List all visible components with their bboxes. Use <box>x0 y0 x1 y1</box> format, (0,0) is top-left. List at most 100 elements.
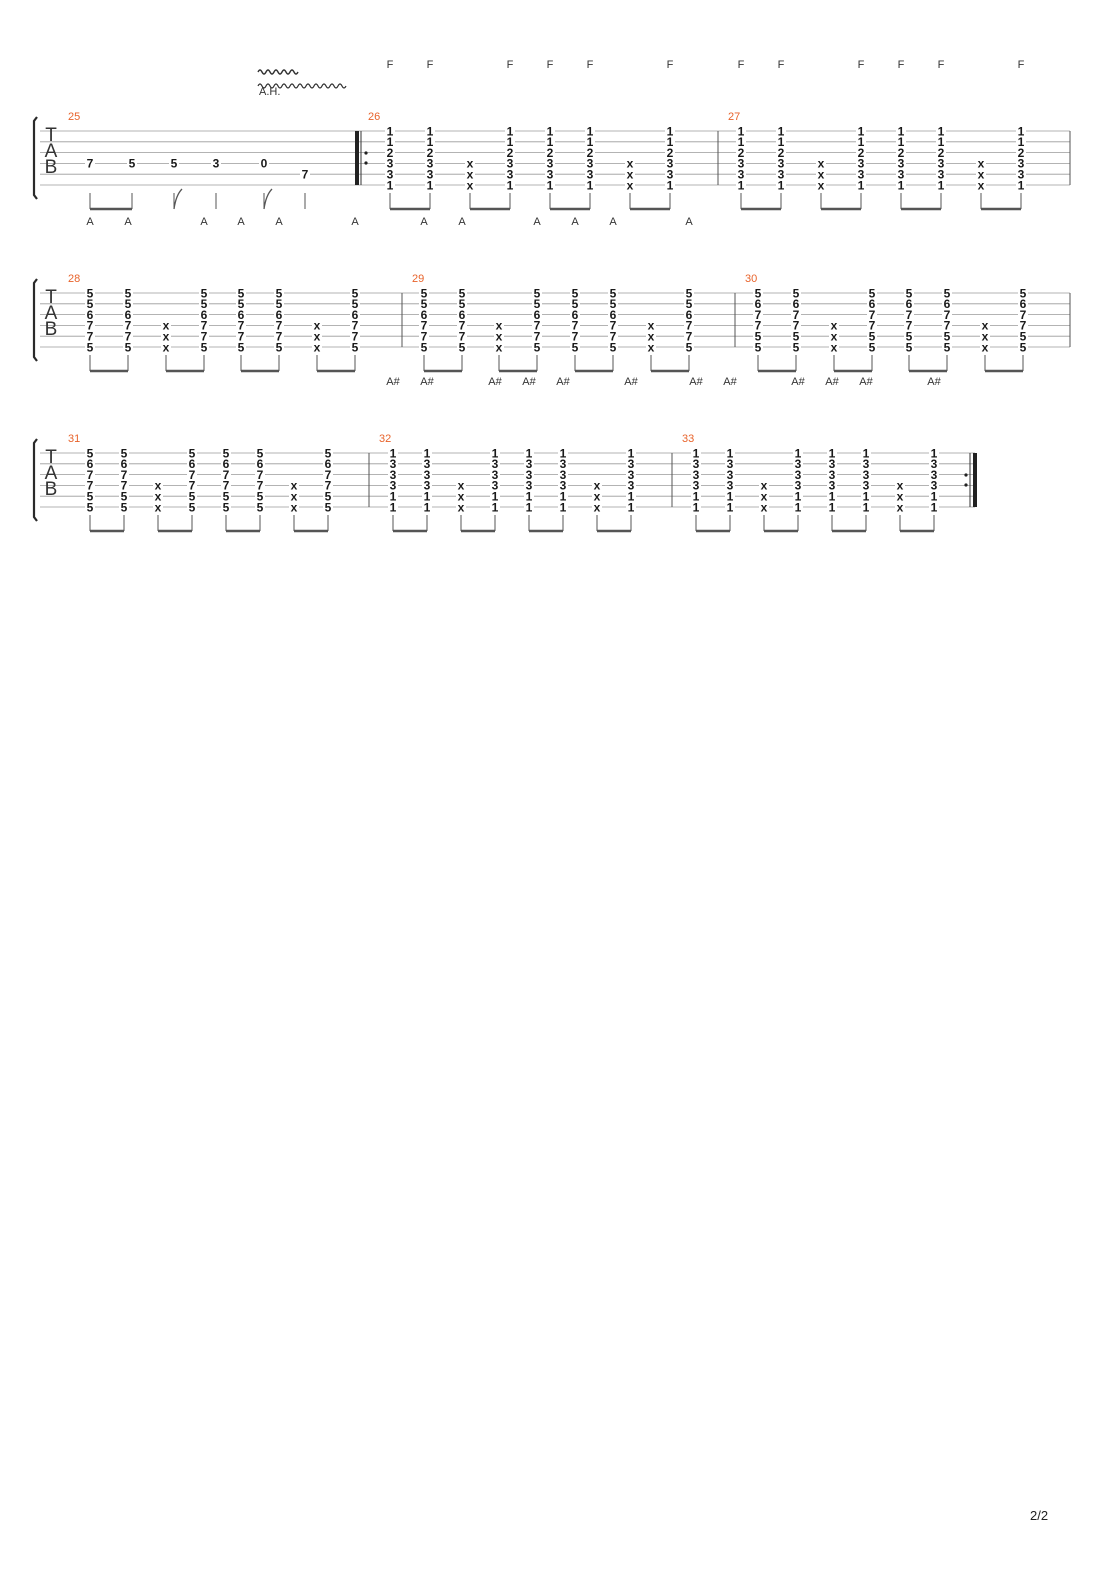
fret-mask <box>570 331 580 342</box>
fret-number: 7 <box>572 319 579 333</box>
fret-number: 7 <box>534 319 541 333</box>
note-flag <box>263 188 273 210</box>
fret-mask <box>867 288 877 298</box>
fret-number: x <box>155 490 162 504</box>
tab-clef-letter: B <box>45 479 58 500</box>
fret-number: 3 <box>390 457 397 471</box>
fret-mask <box>1018 320 1028 331</box>
fret-mask <box>861 469 871 480</box>
fret-number: 5 <box>201 340 208 354</box>
fret-mask <box>626 469 636 480</box>
fret-mask <box>867 320 877 331</box>
fret-number: 5 <box>325 446 332 460</box>
fret-mask <box>684 298 694 309</box>
fret-number: 3 <box>507 168 514 182</box>
fret-mask <box>776 147 786 158</box>
fret-number: 1 <box>424 446 431 460</box>
fret-number: x <box>314 330 321 344</box>
fret-mask <box>793 491 803 502</box>
fret-mask <box>505 169 515 180</box>
fret-mask <box>289 480 299 491</box>
fret-mask <box>585 180 595 190</box>
fret-number: 5 <box>869 340 876 354</box>
fret-mask <box>1016 180 1026 190</box>
system-bracket <box>32 116 38 200</box>
fret-number: 1 <box>863 490 870 504</box>
fret-number: 1 <box>390 500 397 514</box>
fret-mask <box>856 169 866 180</box>
fret-number: 1 <box>858 135 865 149</box>
fret-mask <box>127 158 137 169</box>
fret-mask <box>646 320 656 331</box>
fret-number: 3 <box>795 479 802 493</box>
fret-mask <box>558 448 568 458</box>
fret-mask <box>816 158 826 169</box>
fret-mask <box>255 502 265 512</box>
chord-name: F <box>667 59 674 71</box>
chord-name: F <box>507 59 514 71</box>
fret-mask <box>861 480 871 491</box>
fret-number: 1 <box>390 446 397 460</box>
fret-number: 1 <box>507 178 514 192</box>
fret-number: 6 <box>189 457 196 471</box>
fret-mask <box>691 458 701 469</box>
fret-mask <box>856 158 866 169</box>
fret-number: 3 <box>727 457 734 471</box>
fret-number: 0 <box>261 157 268 171</box>
fret-mask <box>422 469 432 480</box>
fret-number: 5 <box>793 330 800 344</box>
fret-number: 1 <box>507 135 514 149</box>
fret-mask <box>236 320 246 331</box>
fret-mask <box>896 180 906 190</box>
fret-number: 7 <box>121 468 128 482</box>
fret-mask <box>425 180 435 190</box>
fret-number: x <box>496 330 503 344</box>
fret-mask <box>665 180 675 190</box>
fret-number: 1 <box>931 446 938 460</box>
fret-mask <box>211 158 221 169</box>
fret-number: 1 <box>387 178 394 192</box>
fret-mask <box>896 126 906 136</box>
fret-number: 6 <box>87 457 94 471</box>
fret-number: x <box>291 500 298 514</box>
fret-mask <box>791 320 801 331</box>
fret-mask <box>929 480 939 491</box>
fret-number: 5 <box>257 446 264 460</box>
fret-mask <box>457 320 467 331</box>
fret-number: x <box>648 330 655 344</box>
fret-number: 7 <box>534 330 541 344</box>
fret-number: x <box>458 490 465 504</box>
chord-name: F <box>938 59 945 71</box>
chord-name: A# <box>386 376 400 388</box>
fret-number: x <box>314 319 321 333</box>
fret-mask <box>545 136 555 147</box>
fret-mask <box>626 480 636 491</box>
fret-number: 1 <box>1018 135 1025 149</box>
fret-number: 3 <box>560 468 567 482</box>
fret-number: 3 <box>795 468 802 482</box>
fret-mask <box>608 309 618 320</box>
fret-number: 3 <box>387 157 394 171</box>
fret-mask <box>187 458 197 469</box>
fret-number: x <box>155 500 162 514</box>
fret-number: 1 <box>387 135 394 149</box>
fret-mask <box>942 331 952 342</box>
fret-mask <box>199 288 209 298</box>
fret-mask <box>422 458 432 469</box>
fret-mask <box>236 288 246 298</box>
fret-number: 3 <box>829 479 836 493</box>
measure-number: 29 <box>412 273 424 285</box>
fret-number: 7 <box>201 319 208 333</box>
fret-mask <box>545 147 555 158</box>
fret-mask <box>236 298 246 309</box>
fret-number: 7 <box>686 330 693 344</box>
fret-number: 3 <box>547 157 554 171</box>
fret-mask <box>725 502 735 512</box>
fret-mask <box>524 480 534 491</box>
fret-number: 1 <box>863 446 870 460</box>
fret-mask <box>457 298 467 309</box>
fret-number: 5 <box>459 297 466 311</box>
fret-mask <box>665 158 675 169</box>
fret-mask <box>929 458 939 469</box>
